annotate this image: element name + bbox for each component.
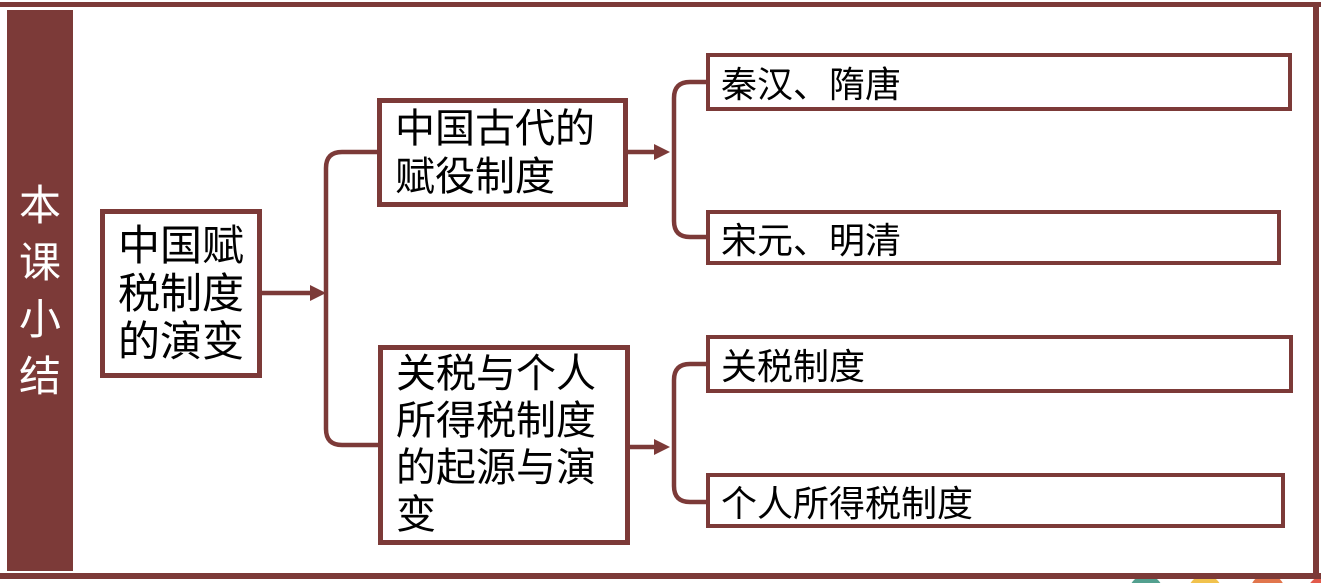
lesson-summary-sidebar: 本课小结 <box>7 10 73 571</box>
root-topic-box: 中国赋 税制度 的演变 <box>100 209 262 378</box>
leaf-box-personal-income-tax: 个人所得税制度 <box>706 473 1285 528</box>
box-text-line: 中国赋 <box>118 221 245 269</box>
bracket-root-to-branches <box>323 149 378 448</box>
leaf-box-tariff-system: 关税制度 <box>706 335 1293 393</box>
bracket-branch1-to-leaves <box>671 79 706 240</box>
box-text-line: 所得税制度 <box>396 399 596 443</box>
leaf-box-qinhan-suitang: 秦汉、隋唐 <box>706 53 1292 111</box>
box-text-line: 变 <box>396 493 436 537</box>
bracket-branch2-to-leaves <box>671 361 706 505</box>
frame-right-line <box>1313 2 1319 579</box>
decor-circle-red <box>1307 576 1321 583</box>
box-text-line: 赋役制度 <box>395 154 555 199</box>
arrowhead-branch2-to-bracket <box>654 439 670 455</box>
arrowhead-root-to-bracket <box>310 285 326 301</box>
branch-box-ancient-taxation: 中国古代的 赋役制度 <box>377 98 628 207</box>
branch-box-tariff-income-tax: 关税与个人 所得税制度 的起源与演 变 <box>378 345 630 545</box>
box-text-line: 中国古代的 <box>395 106 595 151</box>
box-text-line: 税制度 <box>118 269 245 317</box>
frame-bottom-line <box>0 573 1321 579</box>
box-text-line: 的演变 <box>118 317 245 365</box>
leaf-box-songyuan-mingqing: 宋元、明清 <box>706 210 1281 265</box>
box-text-line: 的起源与演 <box>396 446 596 490</box>
frame-top-line <box>0 2 1321 7</box>
decor-circle-yellow <box>1188 575 1222 583</box>
lesson-summary-title: 本课小结 <box>19 181 62 400</box>
box-text-line: 关税与个人 <box>396 352 596 396</box>
arrowhead-branch1-to-bracket <box>654 144 670 160</box>
decor-circle-teal <box>1129 575 1163 583</box>
